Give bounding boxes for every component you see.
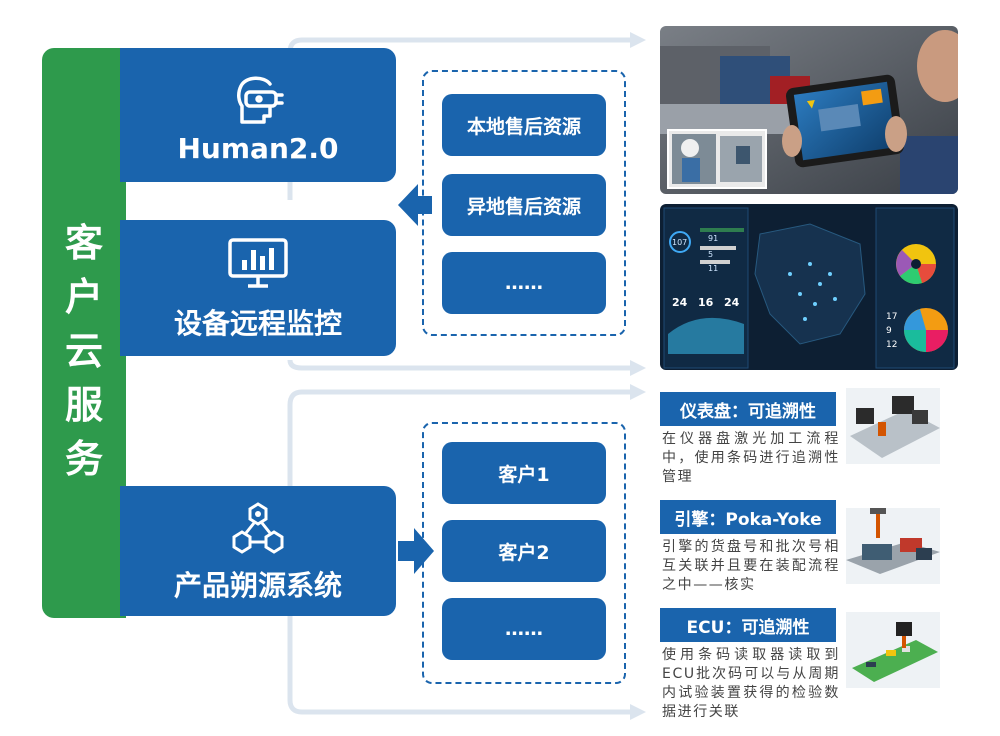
- vr-head-icon: [237, 76, 284, 124]
- more-resource-button[interactable]: ……: [442, 252, 606, 314]
- customer-group: 客户1 客户2 ……: [422, 422, 626, 684]
- arrow-right-icon: [398, 528, 434, 574]
- dashboard-value: 9: [886, 326, 892, 336]
- panel-title-ecu: ECU：可追溯性: [660, 608, 836, 642]
- dashboard-value: 24: [724, 296, 740, 309]
- panel-desc-engine: 引擎的货盘号和批次号相互关联并且要在装配流程之中——核实: [662, 539, 840, 593]
- ecu-board-image: [846, 612, 940, 688]
- hexagon-network-icon: [232, 502, 284, 554]
- panel-desc-ecu: 使用条码读取器读取到ECU批次码可以与从周期内试验装置获得的检验数据进行关联: [662, 647, 840, 720]
- dashboard-value: 107: [672, 238, 688, 247]
- arrow-left-icon: [398, 184, 432, 226]
- engine-line-image: [846, 508, 940, 584]
- service-resources-group: 本地售后资源 异地售后资源 ……: [422, 70, 626, 336]
- dashboard-machine-image: [846, 388, 940, 464]
- ar-tablet-photo: [660, 26, 958, 194]
- dashboard-screenshot: 107 91 5 11 24 16 24 17 9 12: [660, 204, 958, 370]
- dashboard-value: 24: [672, 296, 688, 309]
- customer-2-button[interactable]: 客户2: [442, 520, 606, 582]
- dashboard-value: 16: [698, 296, 714, 309]
- local-resource-button[interactable]: 本地售后资源: [442, 94, 606, 156]
- dashboard-value: 11: [708, 264, 719, 273]
- remote-resource-button[interactable]: 异地售后资源: [442, 174, 606, 236]
- category-label: 设备远程监控: [173, 307, 342, 340]
- dashboard-value: 5: [708, 250, 714, 259]
- panel-title-dashboard: 仪表盘：可追溯性: [660, 392, 836, 426]
- sidebar-title: 客户云服务: [64, 221, 103, 481]
- dashboard-value: 91: [708, 234, 719, 243]
- category-label: 产品朔源系统: [173, 569, 342, 602]
- sidebar-title-bar: 客户云服务: [42, 48, 126, 618]
- customer-1-button[interactable]: 客户1: [442, 442, 606, 504]
- panel-desc-dashboard: 在仪器盘激光加工流程中，使用条码进行追溯性管理: [662, 431, 840, 485]
- category-label: Human2.0: [177, 132, 339, 165]
- panel-title-engine: 引擎：Poka-Yoke: [660, 500, 836, 534]
- category-traceability[interactable]: 产品朔源系统: [120, 486, 396, 616]
- dashboard-value: 12: [886, 340, 898, 350]
- monitor-chart-icon: [228, 238, 288, 288]
- category-human[interactable]: Human2.0: [120, 48, 396, 182]
- more-customer-button[interactable]: ……: [442, 598, 606, 660]
- category-remote-monitoring[interactable]: 设备远程监控: [120, 220, 396, 356]
- dashboard-value: 17: [886, 312, 898, 322]
